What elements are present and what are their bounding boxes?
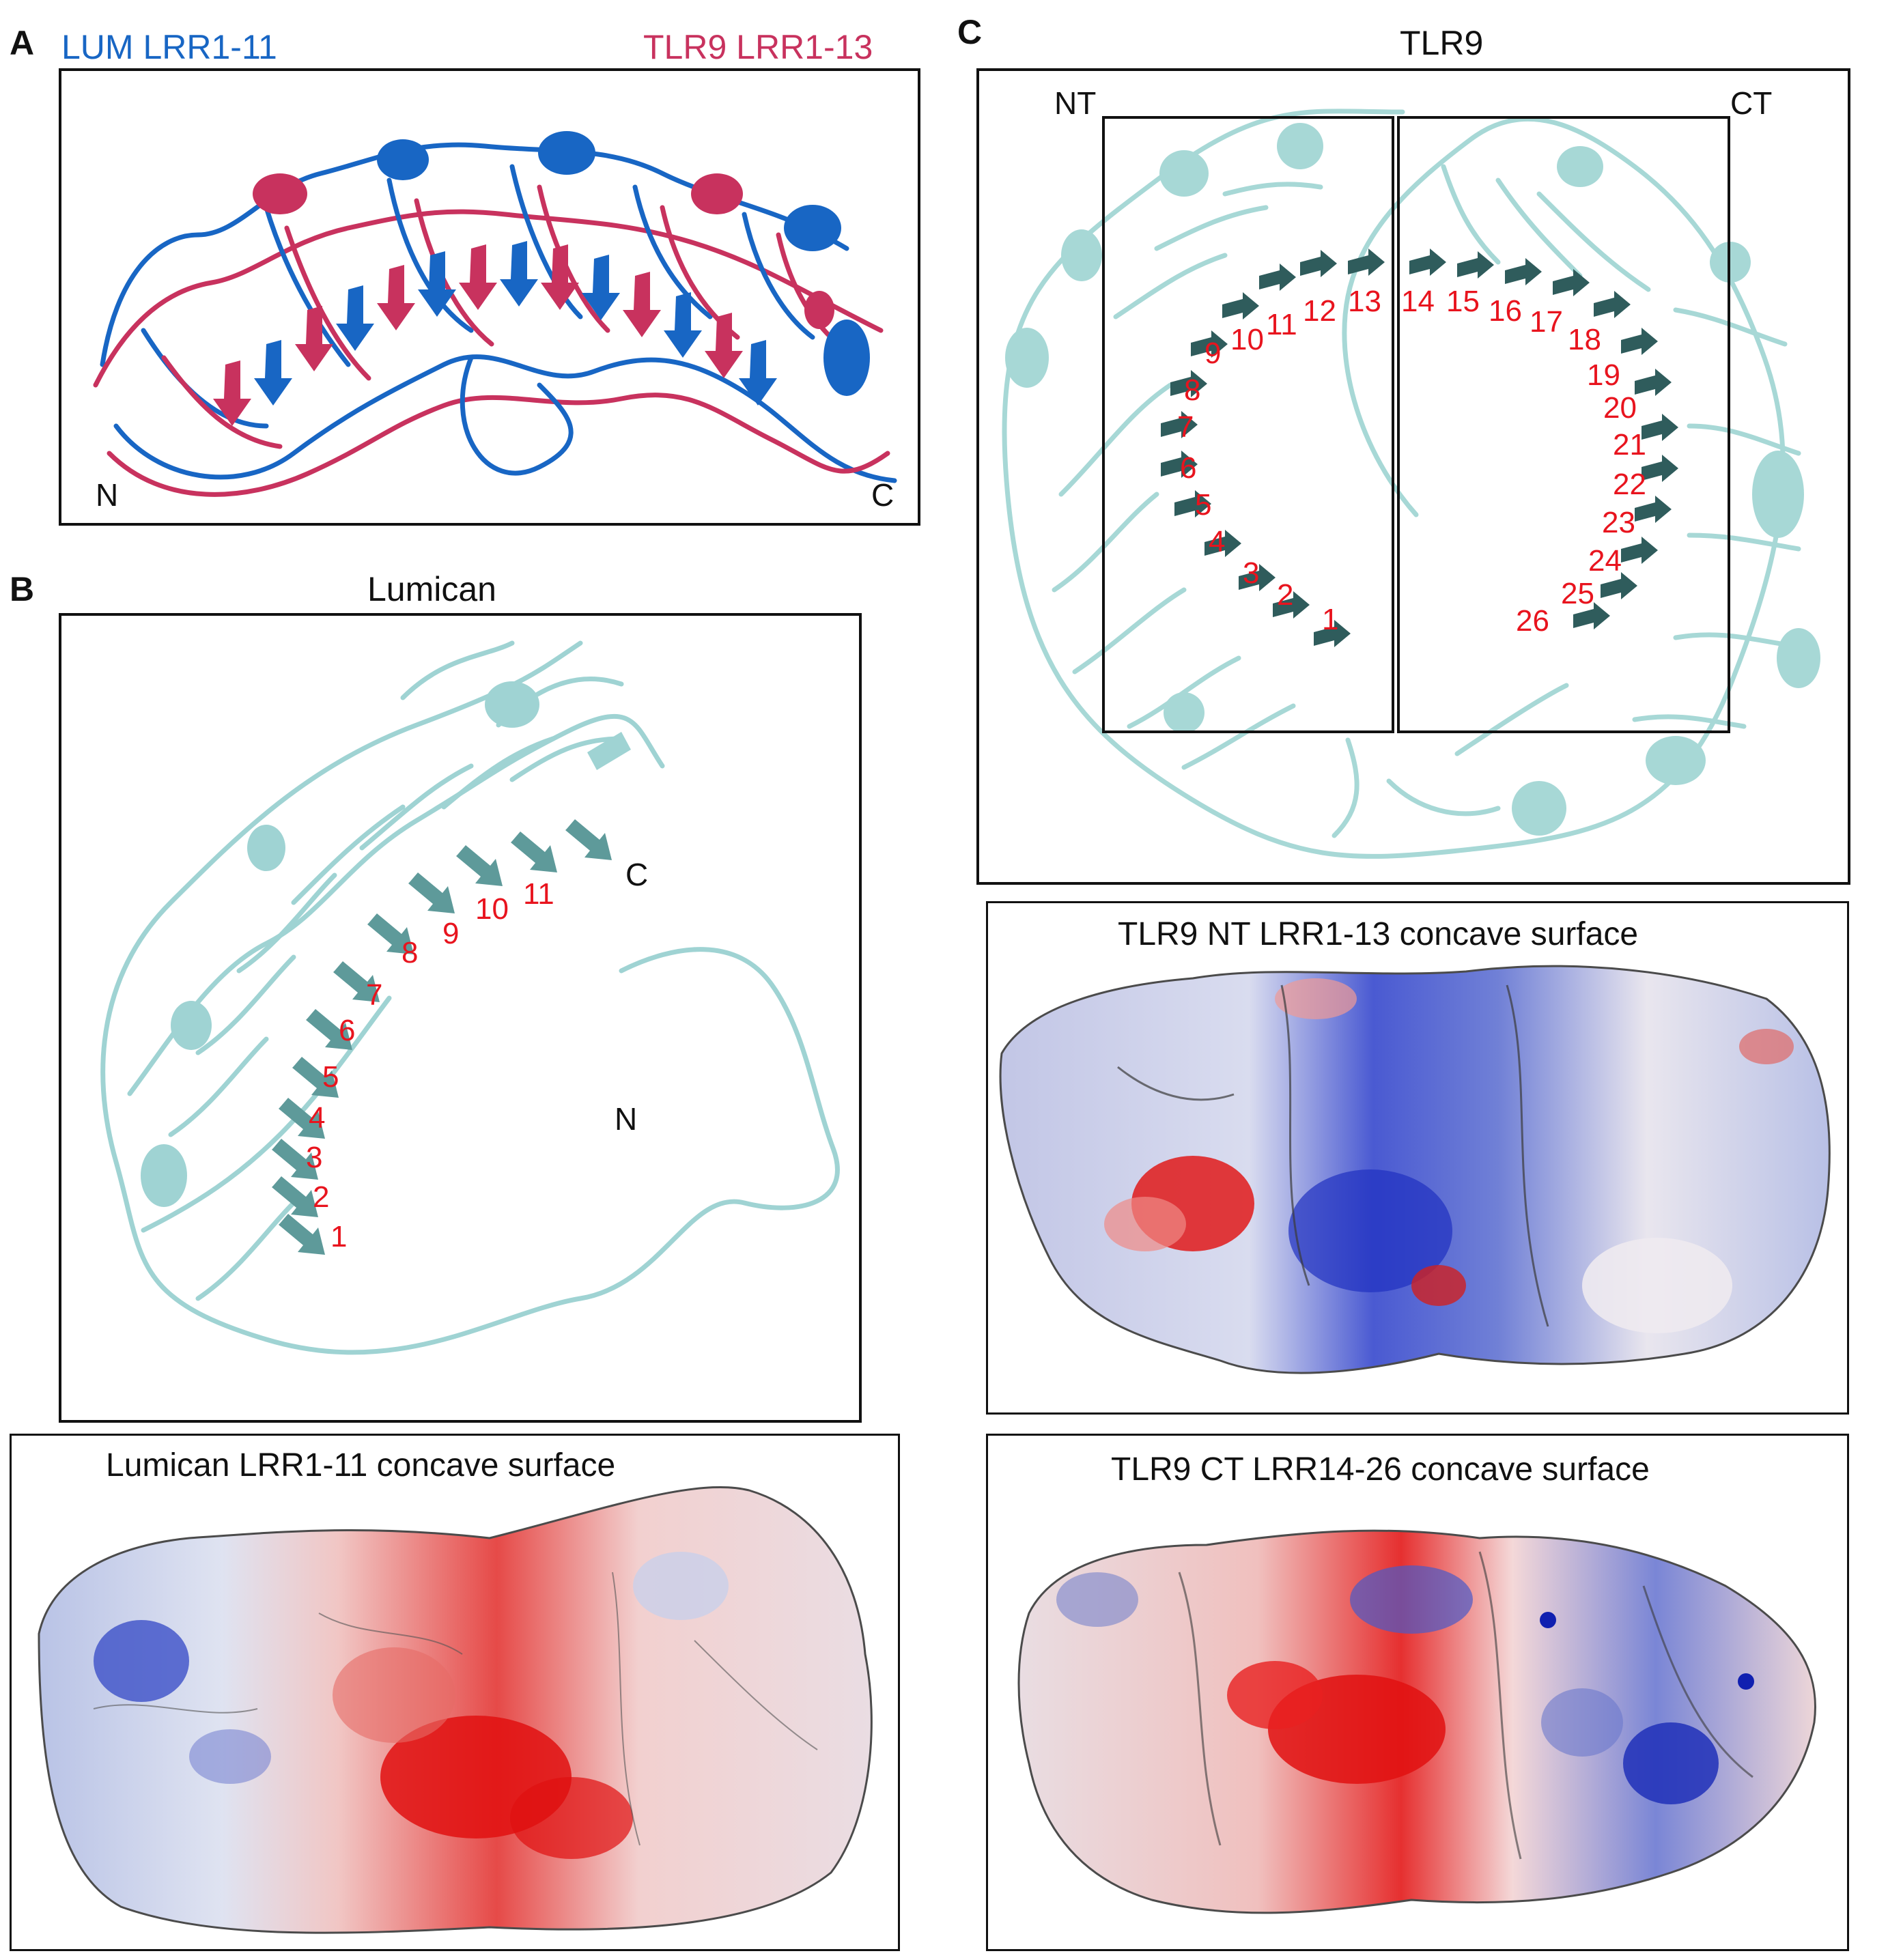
helix-icon bbox=[171, 1001, 212, 1050]
tlr9-strand-7: 7 bbox=[1177, 410, 1194, 444]
panel-a-c-terminus: C bbox=[871, 477, 894, 513]
helix-icon bbox=[253, 131, 870, 396]
lumican-strand-11: 11 bbox=[523, 877, 554, 911]
helix-icon bbox=[141, 1144, 187, 1207]
lumican-strand-1: 1 bbox=[330, 1220, 348, 1253]
helix-icon bbox=[1557, 146, 1603, 187]
tlr9-strand-18: 18 bbox=[1568, 323, 1601, 356]
panel-c-title: TLR9 bbox=[1400, 24, 1484, 62]
tlr9-strand-3: 3 bbox=[1243, 556, 1260, 590]
lumican-ribbon-frame: C N 1 2 3 4 5 6 7 8 9 10 11 bbox=[59, 613, 862, 1423]
nt-region-box bbox=[1102, 116, 1394, 733]
tlr9-strand-26: 26 bbox=[1516, 604, 1549, 638]
nt-label: NT bbox=[1054, 85, 1097, 121]
tlr9-nt-surface-title: TLR9 NT LRR1-13 concave surface bbox=[1118, 916, 1639, 952]
panel-a-frame: N C bbox=[59, 68, 920, 526]
lumican-c-terminus: C bbox=[625, 857, 649, 892]
lumican-strand-2: 2 bbox=[313, 1180, 330, 1214]
tlr9-strand-1: 1 bbox=[1322, 603, 1339, 636]
tlr9-strand-5: 5 bbox=[1195, 488, 1212, 522]
tlr9-strand-24: 24 bbox=[1588, 544, 1622, 578]
tlr9-beta-strand-arrows bbox=[1161, 248, 1678, 647]
tlr9-strand-14: 14 bbox=[1401, 285, 1435, 318]
lum-tlr9-overlay-structure bbox=[93, 131, 897, 497]
tlr9-ct-electrostatic-surface bbox=[1017, 1529, 1816, 1914]
tlr9-strand-9: 9 bbox=[1204, 337, 1222, 370]
tlr9-ct-surface-frame: TLR9 CT LRR14-26 concave surface bbox=[986, 1434, 1849, 1951]
panel-a-letter: A bbox=[10, 24, 35, 62]
helix-icon bbox=[1752, 451, 1804, 538]
tlr9-strand-20: 20 bbox=[1603, 391, 1637, 425]
lumican-strand-10: 10 bbox=[475, 892, 509, 926]
lumican-electrostatic-surface bbox=[38, 1486, 873, 1934]
lumican-strand-8: 8 bbox=[401, 936, 419, 969]
lumican-strand-4: 4 bbox=[309, 1101, 326, 1135]
ct-label: CT bbox=[1730, 85, 1773, 121]
tlr9-strand-13: 13 bbox=[1348, 285, 1381, 318]
tlr9-strand-19: 19 bbox=[1587, 358, 1620, 392]
tlr9-nt-surface-frame: TLR9 NT LRR1-13 concave surface bbox=[986, 901, 1849, 1415]
lumican-strand-7: 7 bbox=[366, 978, 383, 1012]
tlr9-strand-25: 25 bbox=[1561, 577, 1594, 610]
panel-b-title: Lumican bbox=[367, 570, 496, 608]
tlr9-ribbon-frame: NT CT 1 2 3 4 5 6 7 8 9 10 11 12 13 14 1… bbox=[976, 68, 1850, 885]
helix-icon bbox=[485, 681, 539, 728]
helix-icon bbox=[1164, 692, 1204, 733]
lumican-ribbon-structure bbox=[100, 640, 840, 1355]
tlr9-strand-8: 8 bbox=[1184, 373, 1201, 407]
legend-tlr9: TLR9 LRR1-13 bbox=[643, 28, 873, 66]
helix-icon bbox=[1277, 123, 1323, 169]
tlr9-ribbon-structure bbox=[1002, 109, 1820, 859]
lumican-strand-3: 3 bbox=[306, 1141, 323, 1174]
helix-icon bbox=[1710, 242, 1751, 283]
tlr9-strand-22: 22 bbox=[1613, 468, 1646, 501]
beta-strand-arrows bbox=[272, 819, 612, 1255]
tlr9-nt-electrostatic-surface bbox=[999, 965, 1831, 1374]
tlr9-strand-4: 4 bbox=[1209, 525, 1226, 558]
lumican-strand-6: 6 bbox=[339, 1014, 356, 1047]
lumican-strand-5: 5 bbox=[322, 1060, 339, 1094]
lumican-strand-9: 9 bbox=[442, 917, 460, 950]
helix-icon bbox=[1159, 150, 1209, 197]
tlr9-strand-17: 17 bbox=[1530, 305, 1563, 339]
legend-lum: LUM LRR1-11 bbox=[61, 28, 277, 66]
helix-icon bbox=[247, 825, 285, 871]
panel-c-letter: C bbox=[957, 13, 983, 51]
tlr9-strand-15: 15 bbox=[1446, 285, 1480, 318]
tlr9-strand-16: 16 bbox=[1489, 294, 1522, 328]
ct-region-box bbox=[1397, 116, 1730, 733]
helix-icon bbox=[1512, 781, 1566, 836]
helix-icon bbox=[1061, 229, 1102, 281]
lumican-n-terminus: N bbox=[615, 1101, 638, 1137]
panel-a-n-terminus: N bbox=[96, 477, 119, 513]
helix-icon bbox=[1005, 328, 1049, 388]
tlr9-strand-11: 11 bbox=[1266, 308, 1297, 341]
tlr9-ct-surface-title: TLR9 CT LRR14-26 concave surface bbox=[1111, 1451, 1650, 1488]
panel-b-letter: B bbox=[10, 570, 35, 608]
tlr9-strand-23: 23 bbox=[1602, 506, 1635, 539]
tlr9-strand-21: 21 bbox=[1613, 428, 1646, 461]
tlr9-strand-10: 10 bbox=[1230, 323, 1264, 356]
helix-icon bbox=[1777, 628, 1820, 688]
helix-icon bbox=[1646, 736, 1706, 785]
tlr9-strand-12: 12 bbox=[1303, 294, 1336, 328]
tlr9-strand-2: 2 bbox=[1277, 578, 1294, 612]
lumican-surface-frame: Lumican LRR1-11 concave surface bbox=[10, 1434, 900, 1951]
tlr9-strand-6: 6 bbox=[1180, 451, 1197, 485]
lumican-surface-title: Lumican LRR1-11 concave surface bbox=[106, 1447, 616, 1483]
